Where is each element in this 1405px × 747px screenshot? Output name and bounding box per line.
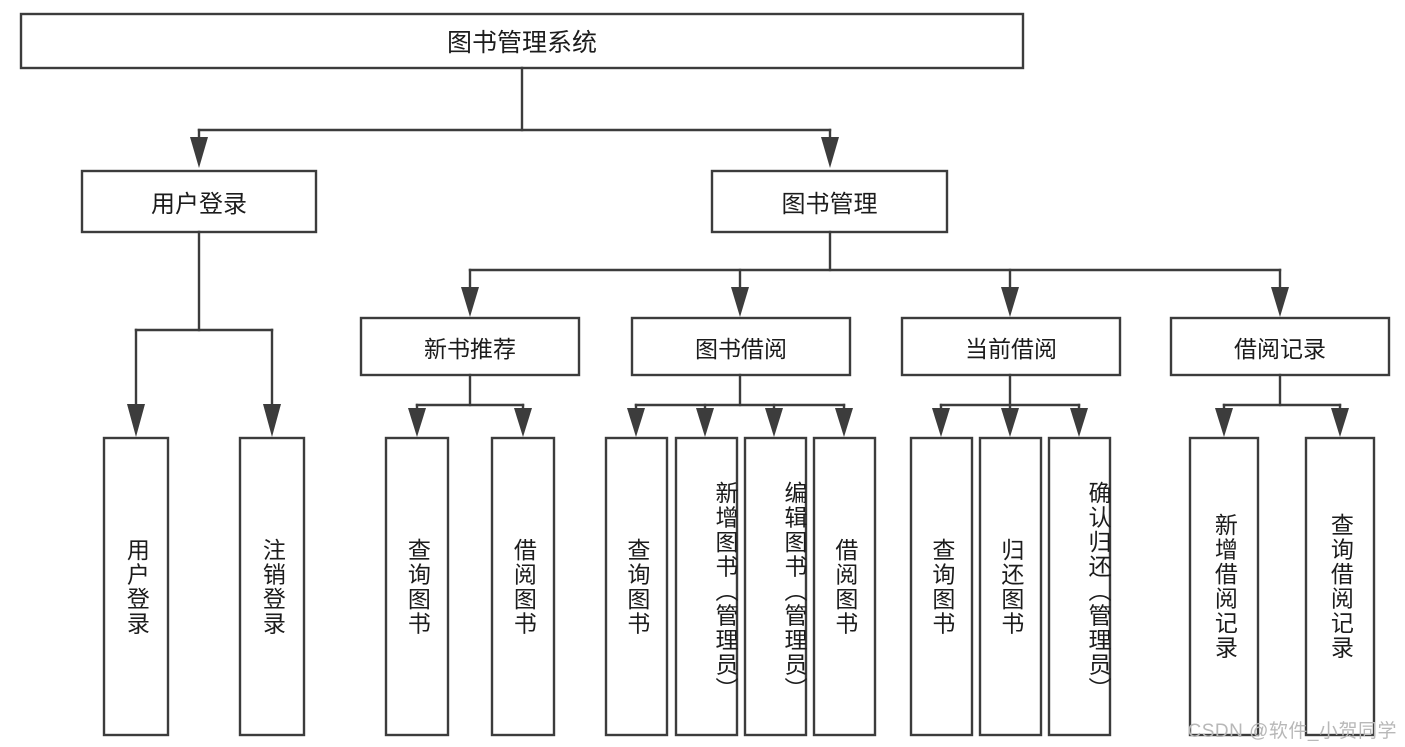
leaf-box-new-book-1[interactable] (490, 436, 556, 737)
leaf-box-current-borrow-0[interactable] (909, 436, 974, 737)
arrowhead-level2-1 (190, 137, 208, 168)
arrowhead-bookborrow-3 (765, 408, 783, 437)
node-borrow-record[interactable] (1169, 316, 1391, 377)
arrowhead-level3-4 (1271, 287, 1289, 317)
leaf-box-user-login-1[interactable] (238, 436, 306, 737)
leaf-box-book-borrow-0[interactable] (604, 436, 669, 737)
arrowhead-borrowrecord-1 (1215, 408, 1233, 437)
leaf-box-current-borrow-2[interactable] (1047, 436, 1112, 737)
arrowhead-userlogin-1 (127, 404, 145, 437)
arrowhead-currentborrow-3 (1070, 408, 1088, 437)
arrowhead-level3-3 (1001, 287, 1019, 317)
leaf-box-book-borrow-1[interactable] (674, 436, 739, 737)
arrowhead-bookborrow-4 (835, 408, 853, 437)
leaf-box-borrow-record-1[interactable] (1304, 436, 1376, 737)
arrowhead-borrowrecord-2 (1331, 408, 1349, 437)
arrowhead-bookborrow-1 (627, 408, 645, 437)
arrowhead-currentborrow-2 (1001, 408, 1019, 437)
node-book-management[interactable] (710, 169, 949, 234)
leaf-box-current-borrow-1[interactable] (978, 436, 1043, 737)
arrowhead-newbook-2 (514, 408, 532, 437)
leaf-box-new-book-0[interactable] (384, 436, 450, 737)
node-current-borrow[interactable] (900, 316, 1122, 377)
leaf-box-book-borrow-3[interactable] (812, 436, 877, 737)
node-root[interactable] (19, 12, 1025, 70)
arrowhead-userlogin-2 (263, 404, 281, 437)
arrowhead-level3-2 (731, 287, 749, 317)
leaf-box-borrow-record-0[interactable] (1188, 436, 1260, 737)
arrowhead-newbook-1 (408, 408, 426, 437)
leaf-box-user-login-0[interactable] (102, 436, 170, 737)
arrowhead-bookborrow-2 (696, 408, 714, 437)
leaf-box-book-borrow-2[interactable] (743, 436, 808, 737)
node-new-book-recommend[interactable] (359, 316, 581, 377)
arrowhead-currentborrow-1 (932, 408, 950, 437)
node-book-borrow[interactable] (630, 316, 852, 377)
node-user-login[interactable] (80, 169, 318, 234)
arrowhead-level2-2 (821, 137, 839, 168)
arrowhead-level3-1 (461, 287, 479, 317)
